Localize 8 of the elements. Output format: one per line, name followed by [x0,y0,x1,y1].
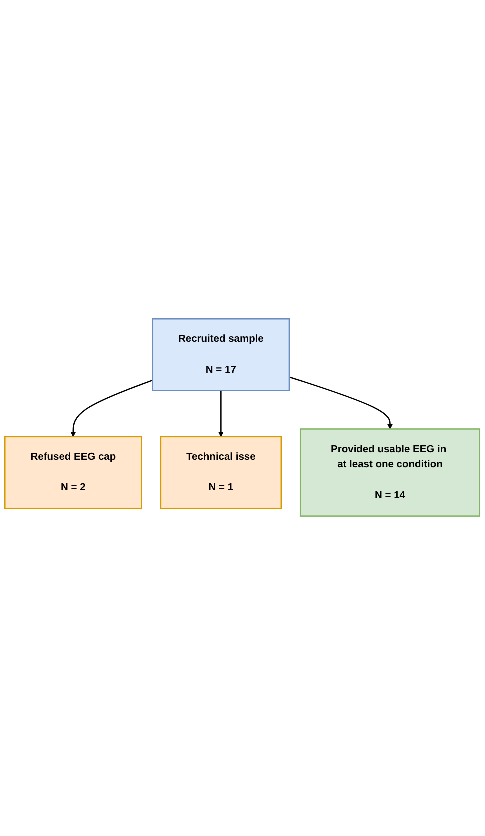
arrow [70,380,154,438]
flowchart: Recruited sample N = 17 Refused EEG cap N = 2 Technical isse N = 1 Provided usable EEG in at least one condition N = 14 [0,314,485,522]
node-box [160,436,282,510]
node-box [4,436,142,510]
node-box [152,318,290,392]
node-box [300,428,481,518]
arrow [218,391,224,438]
arrow [289,376,394,430]
